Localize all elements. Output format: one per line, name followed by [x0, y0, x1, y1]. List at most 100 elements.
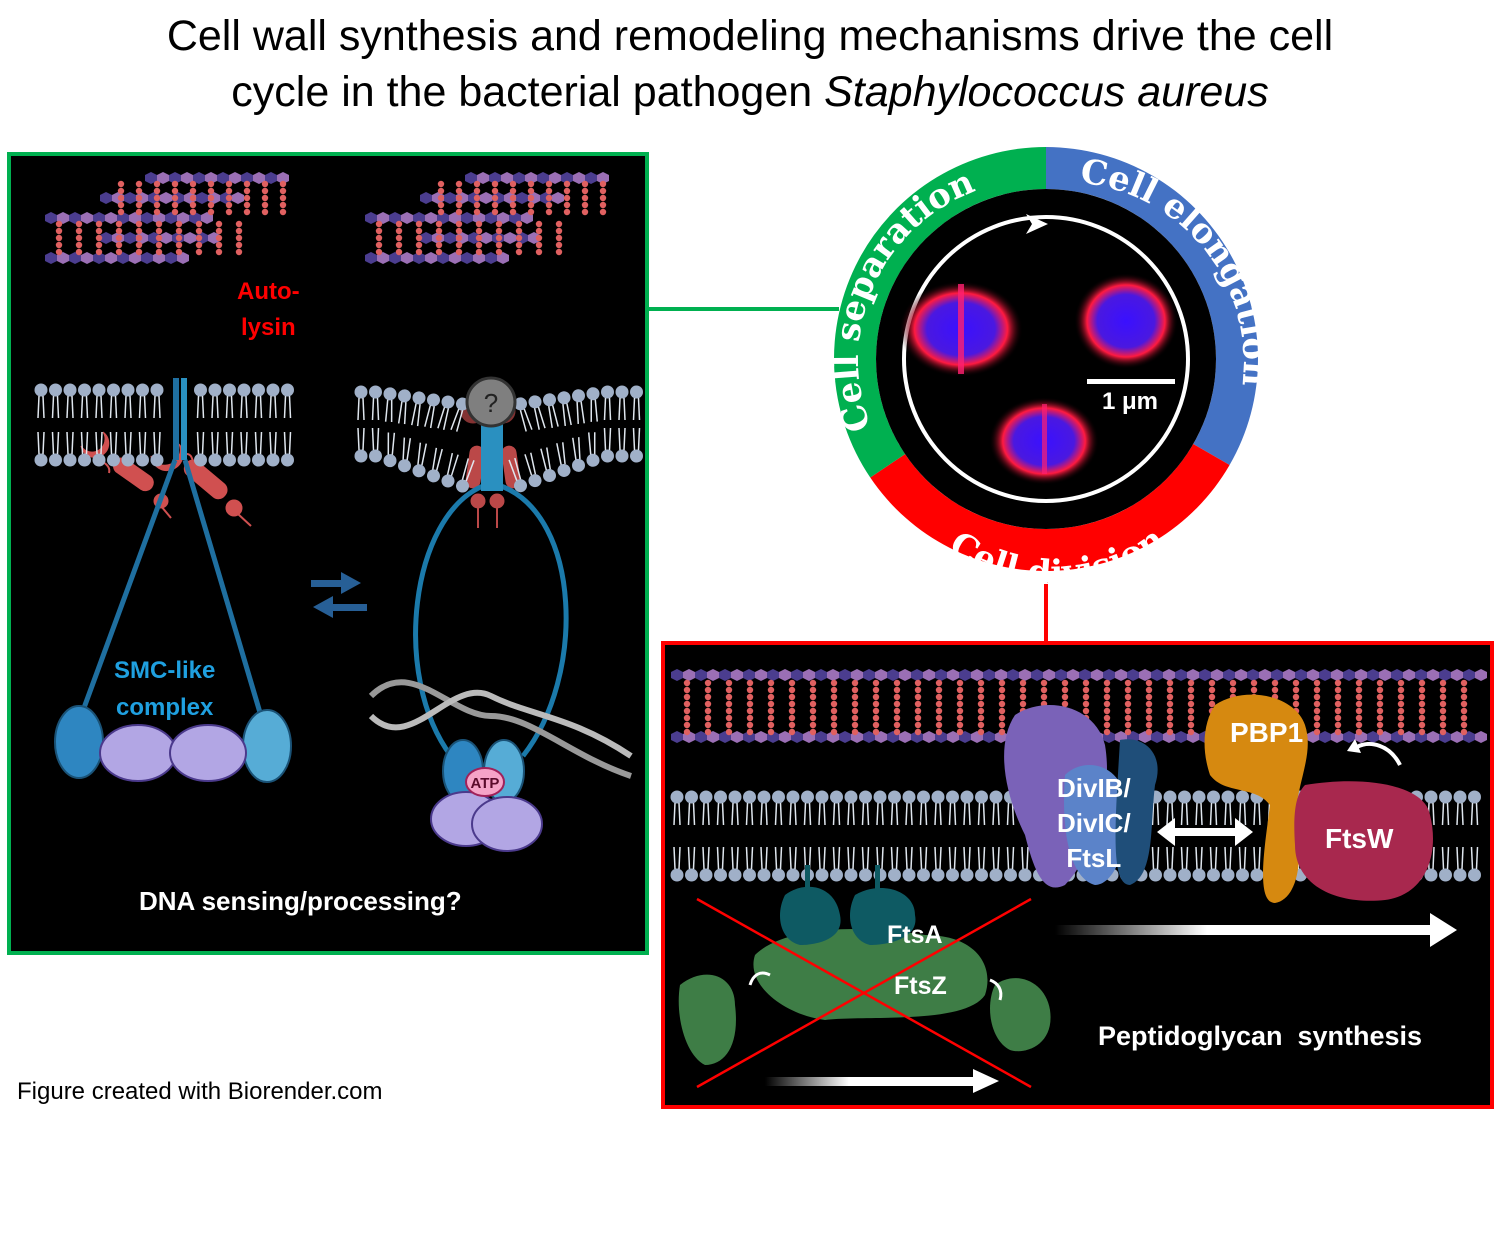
- peptide-bead: [55, 227, 63, 235]
- peptide-bead: [683, 686, 691, 694]
- peptide-bead: [1460, 728, 1468, 736]
- sugar-hexagon: [671, 731, 683, 743]
- peptide-bead: [243, 201, 251, 209]
- lipid: [1221, 790, 1235, 826]
- peptide-bead: [225, 201, 233, 209]
- peptide-bead: [1103, 693, 1111, 701]
- sugar-hexagon: [743, 669, 755, 681]
- peptide-bead: [1355, 686, 1363, 694]
- peptide-bead: [135, 180, 143, 188]
- peptide-bead: [1124, 728, 1132, 736]
- lipid: [859, 790, 872, 826]
- left-panel-illustration: ATP ?: [34, 172, 643, 852]
- scale-bar: [1087, 379, 1175, 384]
- lipid: [223, 431, 236, 467]
- peptide-bead: [704, 693, 712, 701]
- peptide-bead: [809, 707, 817, 715]
- sugar-hexagon: [923, 731, 935, 743]
- peptide-bead: [767, 679, 775, 687]
- lipid: [252, 431, 265, 467]
- peptide-bead: [171, 180, 179, 188]
- unknown-protein-icon: ?: [465, 376, 517, 428]
- peptide-bead: [830, 714, 838, 722]
- peptide-bead: [437, 180, 445, 188]
- peptide-bead: [135, 227, 143, 235]
- peptide-bead: [767, 721, 775, 729]
- lipid: [92, 383, 106, 419]
- lipid: [150, 431, 164, 467]
- sugar-hexagon: [779, 669, 791, 681]
- peptide-bead: [545, 180, 553, 188]
- peptide-bead: [893, 728, 901, 736]
- peptide-bead: [704, 714, 712, 722]
- peptide-bead: [683, 721, 691, 729]
- lipid: [437, 395, 455, 430]
- peptide-bead: [956, 679, 964, 687]
- peptide-bead: [1397, 714, 1405, 722]
- sugar-hexagon: [779, 731, 791, 743]
- peptide-bead: [437, 201, 445, 209]
- lipid: [1207, 790, 1220, 826]
- peptide-bead: [563, 180, 571, 188]
- sugar-hexagon: [899, 669, 911, 681]
- peptide-bead: [935, 707, 943, 715]
- sugar-hexagon: [1451, 731, 1463, 743]
- peptide-bead: [527, 201, 535, 209]
- cycle-arrowhead-icon: [1026, 214, 1048, 234]
- peptide-bead: [977, 707, 985, 715]
- lipid: [572, 437, 585, 472]
- lipid: [1468, 846, 1481, 882]
- sugar-hexagon: [145, 172, 157, 184]
- unknown-protein-symbol: ?: [484, 388, 498, 418]
- peptide-bead: [415, 241, 423, 249]
- lipid: [194, 431, 207, 467]
- lipid: [586, 432, 600, 467]
- peptide-bead: [872, 707, 880, 715]
- peptide-bead: [1418, 700, 1426, 708]
- sugar-hexagon: [157, 172, 169, 184]
- peptide-bead: [956, 686, 964, 694]
- peptide-bead: [725, 721, 733, 729]
- peptide-bead: [1166, 700, 1174, 708]
- sugar-hexagon: [1067, 669, 1079, 681]
- peptide-bead: [189, 201, 197, 209]
- peptide-bead: [515, 248, 523, 256]
- sugar-hexagon: [1175, 669, 1187, 681]
- sugar-hexagon: [1355, 669, 1367, 681]
- peptide-bead: [872, 679, 880, 687]
- peptide-bead: [704, 700, 712, 708]
- peptide-bead: [55, 234, 63, 242]
- peptide-bead: [225, 180, 233, 188]
- sugar-hexagon: [1175, 731, 1187, 743]
- peptide-bead: [746, 714, 754, 722]
- sugar-hexagon: [81, 212, 93, 224]
- lipid: [92, 431, 106, 467]
- sugar-hexagon: [525, 172, 537, 184]
- interaction-double-arrow-icon: [1157, 818, 1253, 846]
- sugar-hexagon: [1103, 669, 1115, 681]
- lipid: [410, 391, 426, 427]
- lipid: [1468, 790, 1481, 826]
- peptide-bead: [473, 187, 481, 195]
- peptide-bead: [725, 728, 733, 736]
- peptide-bead: [788, 721, 796, 729]
- peptide-bead: [527, 187, 535, 195]
- lipid: [397, 389, 411, 425]
- lipid: [960, 846, 974, 882]
- peptide-bead: [95, 241, 103, 249]
- peptide-bead: [1103, 728, 1111, 736]
- lipid: [1207, 846, 1220, 882]
- sugar-hexagon: [1271, 669, 1283, 681]
- peptide-bead: [117, 201, 125, 209]
- lipid: [1453, 790, 1467, 826]
- lipid: [772, 790, 785, 826]
- lipid: [1178, 790, 1191, 826]
- peptide-bead: [1439, 686, 1447, 694]
- peptide-bead: [809, 679, 817, 687]
- peptide-bead: [746, 693, 754, 701]
- sugar-hexagon: [1139, 669, 1151, 681]
- peptide-bead: [872, 693, 880, 701]
- peptide-bead: [455, 180, 463, 188]
- peptide-bead: [767, 700, 775, 708]
- lipid: [540, 447, 556, 483]
